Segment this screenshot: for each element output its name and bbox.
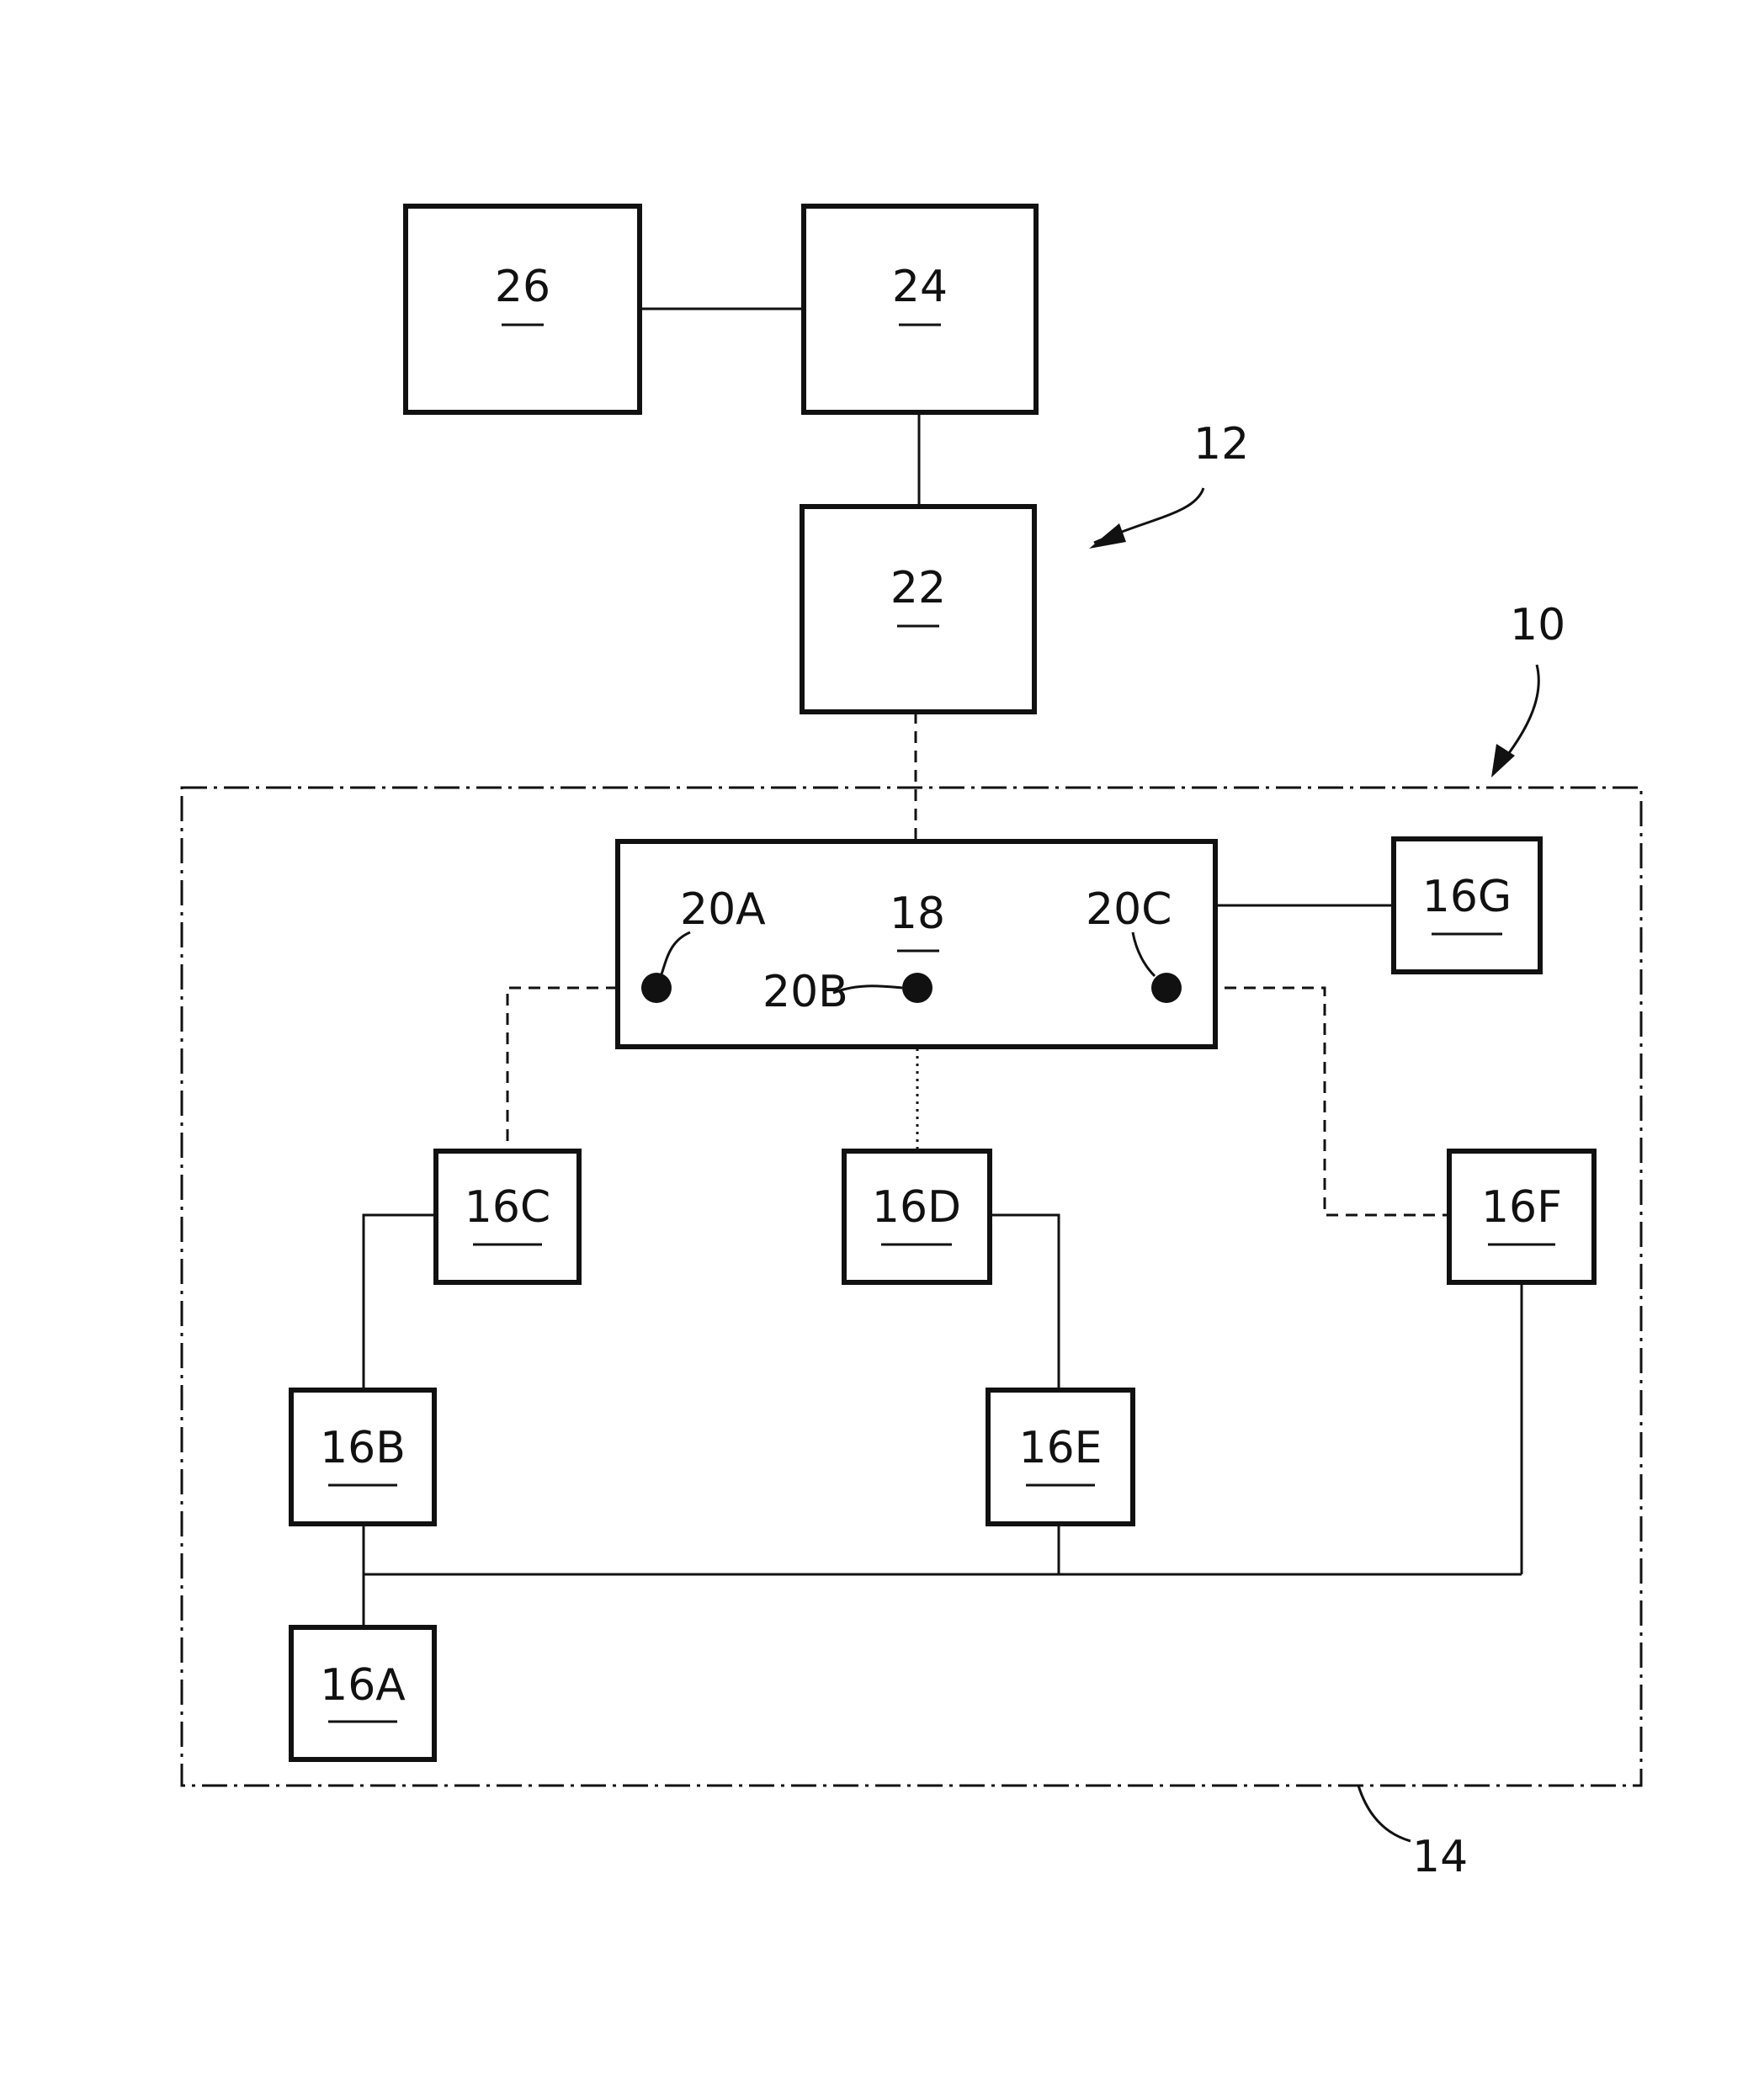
block-26-label: 26	[495, 262, 550, 312]
block-24: 24	[804, 206, 1036, 412]
link-16d-16e	[990, 1215, 1059, 1390]
ref-12: 12	[1193, 419, 1249, 470]
block-16g-label: 16G	[1422, 872, 1512, 922]
block-18: 18	[618, 841, 1215, 1047]
block-22-label: 22	[890, 563, 946, 613]
block-22: 22	[802, 507, 1034, 712]
block-16d-label: 16D	[872, 1182, 961, 1233]
block-16f: 16F	[1449, 1151, 1594, 1282]
block-16b-label: 16B	[320, 1423, 406, 1473]
block-16c-label: 16C	[465, 1182, 550, 1233]
block-16e-label: 16E	[1018, 1423, 1102, 1473]
ref-20a: 20A	[680, 884, 766, 935]
block-24-label: 24	[892, 262, 948, 312]
block-16f-label: 16F	[1481, 1182, 1562, 1233]
ref-20c: 20C	[1086, 884, 1172, 935]
leader-14	[1358, 1786, 1411, 1841]
port-20b	[902, 973, 932, 1003]
block-16a: 16A	[291, 1627, 434, 1759]
block-16b: 16B	[291, 1390, 434, 1524]
port-20a	[641, 973, 672, 1003]
ref-14: 14	[1412, 1832, 1468, 1882]
block-16d: 16D	[844, 1151, 990, 1282]
block-16g: 16G	[1394, 839, 1540, 972]
arrowhead-12	[1089, 523, 1126, 549]
block-16a-label: 16A	[320, 1660, 406, 1711]
block-16e: 16E	[988, 1390, 1133, 1524]
port-20c	[1151, 973, 1182, 1003]
block-16c: 16C	[436, 1151, 579, 1282]
block-18-label: 18	[890, 889, 945, 939]
ref-10: 10	[1510, 600, 1565, 650]
block-26: 26	[406, 206, 640, 412]
link-16c-16b	[364, 1215, 436, 1390]
